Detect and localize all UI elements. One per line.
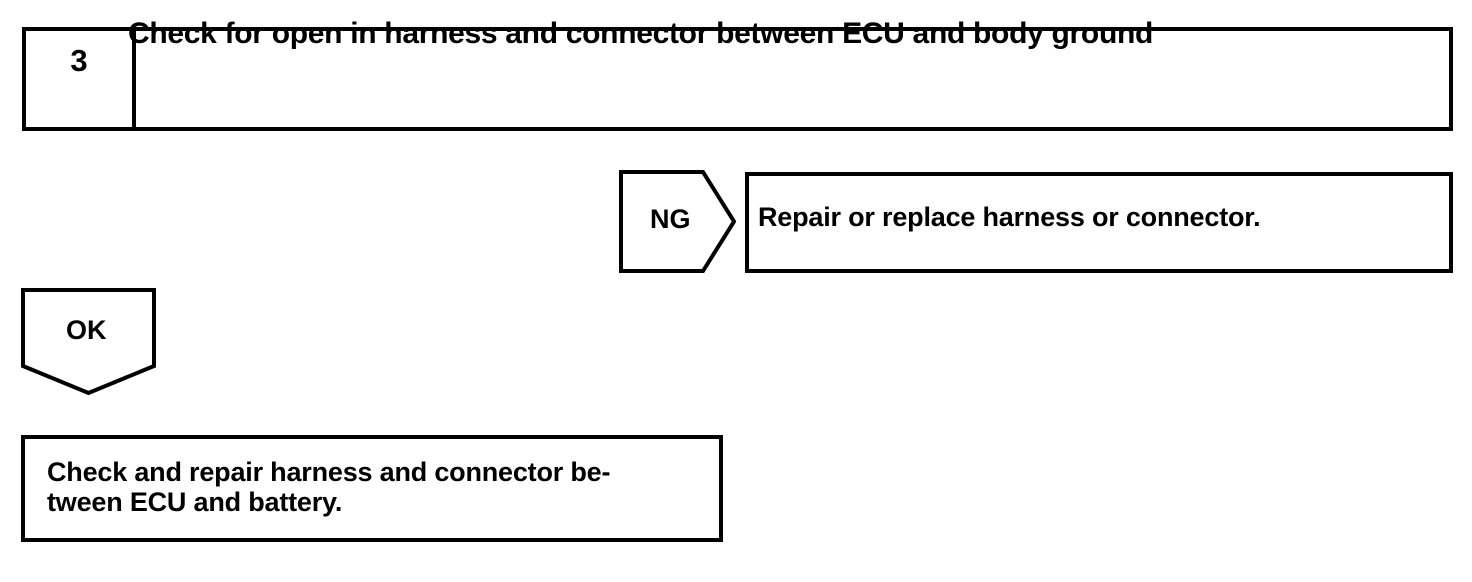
step-number-cell: 3 bbox=[26, 31, 136, 127]
step-header-box: 3 bbox=[22, 27, 1453, 131]
ok-outcome-text: Check and repair harness and connector b… bbox=[47, 457, 611, 518]
ng-branch-arrow: NG bbox=[619, 170, 736, 273]
ng-result-box bbox=[745, 172, 1453, 273]
step-title: Check for open in harness and connector … bbox=[128, 17, 1154, 50]
ok-branch-arrow: OK bbox=[21, 288, 156, 395]
ok-branch-label: OK bbox=[66, 315, 107, 345]
step-number: 3 bbox=[70, 43, 88, 78]
ok-outcome-box bbox=[21, 435, 723, 542]
ng-branch-label: NG bbox=[650, 204, 691, 234]
arrow-right-icon bbox=[619, 170, 736, 273]
ng-result-text: Repair or replace harness or connector. bbox=[758, 202, 1261, 232]
arrow-down-icon bbox=[21, 288, 156, 395]
